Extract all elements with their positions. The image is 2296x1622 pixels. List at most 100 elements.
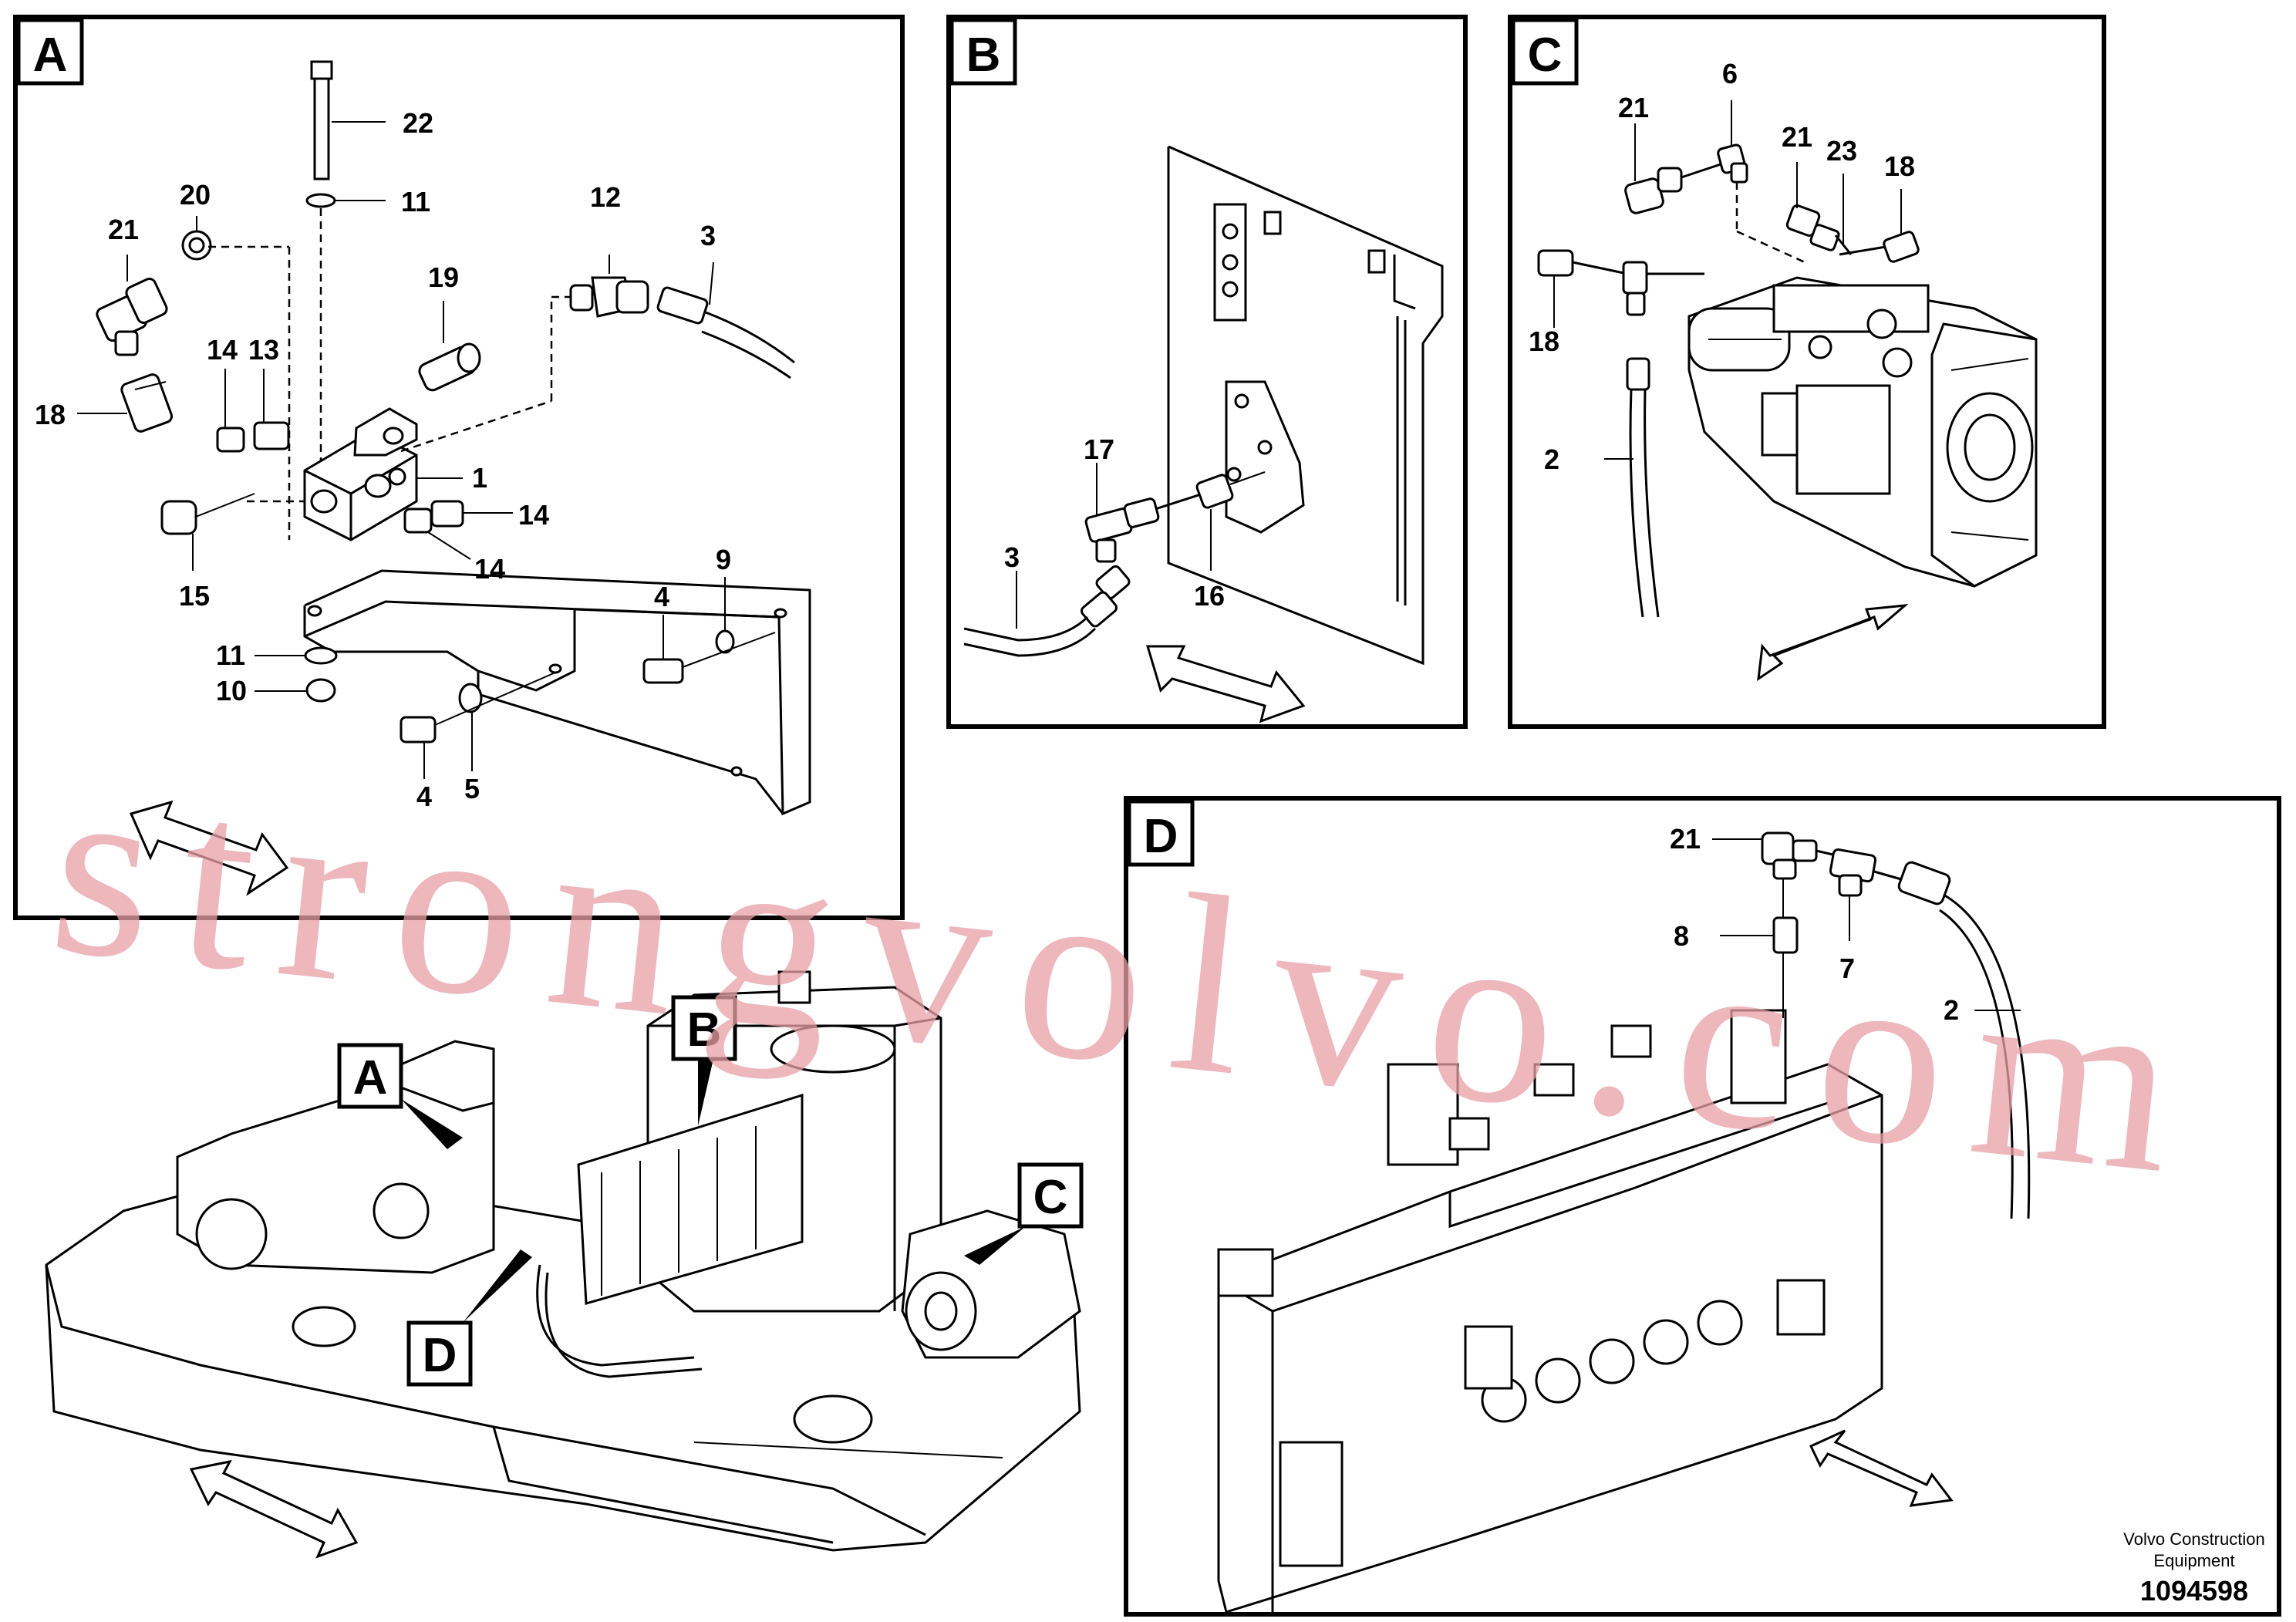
panel-d-frame <box>1124 796 2281 1617</box>
callout-c-18-right: 18 <box>1884 150 1915 182</box>
footer-company-line1: Volvo Construction <box>2123 1529 2264 1549</box>
callout-a-3: 3 <box>700 220 716 251</box>
valve-assembly-overview <box>577 1093 804 1305</box>
direction-arrow-a <box>129 800 289 896</box>
fitting-19 <box>418 342 481 392</box>
washer-11-top <box>305 193 336 208</box>
callout-a-12: 12 <box>590 181 621 213</box>
overview-pointer-a <box>401 1099 463 1149</box>
overview-label-a-box <box>337 1043 403 1109</box>
hose-2-c <box>1626 357 1660 618</box>
machine-overview: A B C D <box>45 970 1084 1559</box>
callout-a-10: 10 <box>216 675 247 706</box>
fitting-18-c-left <box>1537 249 1574 277</box>
callout-a-11-bottom: 11 <box>216 639 245 671</box>
hose-2-d <box>1897 861 2031 1219</box>
callout-a-13: 13 <box>248 334 279 366</box>
overview-pointer-b <box>698 1059 713 1126</box>
elbow-12 <box>569 276 649 318</box>
callout-a-21: 21 <box>108 214 139 245</box>
panel-c: C <box>1508 15 2106 729</box>
callout-b-16: 16 <box>1194 580 1225 612</box>
mounting-plate-b <box>1167 145 1444 666</box>
direction-arrow-c <box>1757 604 1909 682</box>
callout-a-4-upper: 4 <box>654 581 669 612</box>
panel-d-letter: D <box>1144 810 1178 863</box>
nut-10 <box>305 678 336 703</box>
overview-label-d-box <box>406 1320 473 1387</box>
overview-label-b-box <box>671 995 737 1061</box>
hose-3-b <box>963 565 1131 657</box>
bolt-4-lower <box>400 716 437 744</box>
callout-b-17: 17 <box>1084 433 1114 465</box>
valve-block-1 <box>303 430 418 541</box>
direction-arrow-overview <box>189 1459 359 1559</box>
callout-a-14-right: 14 <box>518 499 549 531</box>
panel-b-letter: B <box>966 29 1001 82</box>
washer-11-bottom <box>304 646 338 665</box>
overview-label-b: B <box>687 1003 722 1057</box>
elbow-21-c-right <box>1785 204 1840 251</box>
callout-c-18-left: 18 <box>1529 325 1559 357</box>
panel-b-letter-box <box>949 18 1017 86</box>
callout-a-18: 18 <box>35 399 66 430</box>
callout-b-3: 3 <box>1004 541 1020 573</box>
callout-a-1: 1 <box>472 462 487 494</box>
overview-pointer-c <box>964 1226 1026 1265</box>
elbow-6 <box>1717 143 1748 184</box>
fitting-18-a <box>120 373 174 433</box>
tee-7 <box>1829 848 1877 897</box>
elbow-21-c-left <box>1624 167 1683 214</box>
panel-d: D <box>1124 796 2281 1617</box>
callout-a-5: 5 <box>464 773 480 804</box>
callout-a-19: 19 <box>428 261 459 293</box>
panel-c-letter-box <box>1511 18 1579 86</box>
plug-14-right-a <box>430 500 464 528</box>
washer-5 <box>458 683 483 713</box>
callout-a-15: 15 <box>179 580 210 612</box>
callout-a-22: 22 <box>403 107 433 139</box>
panel-c-letter: C <box>1528 29 1563 82</box>
bolt-22 <box>310 60 333 180</box>
callout-d-7: 7 <box>1839 953 1855 984</box>
panel-a-frame <box>13 15 905 920</box>
callout-a-4-lower: 4 <box>416 781 432 812</box>
panel-a-letter-box <box>16 18 84 86</box>
elbow-21-d <box>1761 831 1818 880</box>
control-valve <box>1217 1009 1883 1614</box>
callout-a-14-left: 14 <box>207 334 238 366</box>
hose-overview <box>536 1264 695 1367</box>
bolt-4-upper <box>642 658 684 684</box>
footer: Volvo Construction Equipment 1094598 <box>2123 1529 2264 1607</box>
plug-15 <box>160 500 197 535</box>
callout-c-23: 23 <box>1826 135 1857 167</box>
callout-c-21-right: 21 <box>1782 121 1812 153</box>
callout-c-6: 6 <box>1722 58 1738 89</box>
overview-label-c-box <box>1017 1162 1084 1229</box>
overview-label-d: D <box>423 1329 457 1382</box>
mounting-bracket <box>303 569 811 816</box>
union-16 <box>1195 471 1266 509</box>
callout-a-14-lower: 14 <box>474 553 505 585</box>
callout-d-2: 2 <box>1944 994 1959 1026</box>
callout-a-20: 20 <box>180 179 211 211</box>
fitting-18-c-right <box>1883 231 1920 263</box>
callout-c-2: 2 <box>1544 443 1559 475</box>
panel-b-frame <box>946 15 1468 729</box>
tee-17 <box>1084 497 1160 563</box>
pump-overview <box>901 1209 1081 1359</box>
panel-d-letter-box <box>1127 799 1195 867</box>
elbow-21-a <box>96 278 168 356</box>
panel-a: A <box>13 15 905 920</box>
drawing-number: 1094598 <box>2140 1575 2248 1607</box>
hose-3-a <box>656 286 795 379</box>
plug-14-right-b <box>403 508 433 534</box>
callout-c-21-left: 21 <box>1618 92 1649 123</box>
panel-c-frame <box>1508 15 2106 729</box>
panel-a-letter: A <box>33 29 68 82</box>
hydraulic-pump <box>1687 276 2038 588</box>
callout-a-9: 9 <box>716 544 731 575</box>
direction-arrow-b <box>1145 645 1306 723</box>
panel-b: B <box>946 15 1468 729</box>
